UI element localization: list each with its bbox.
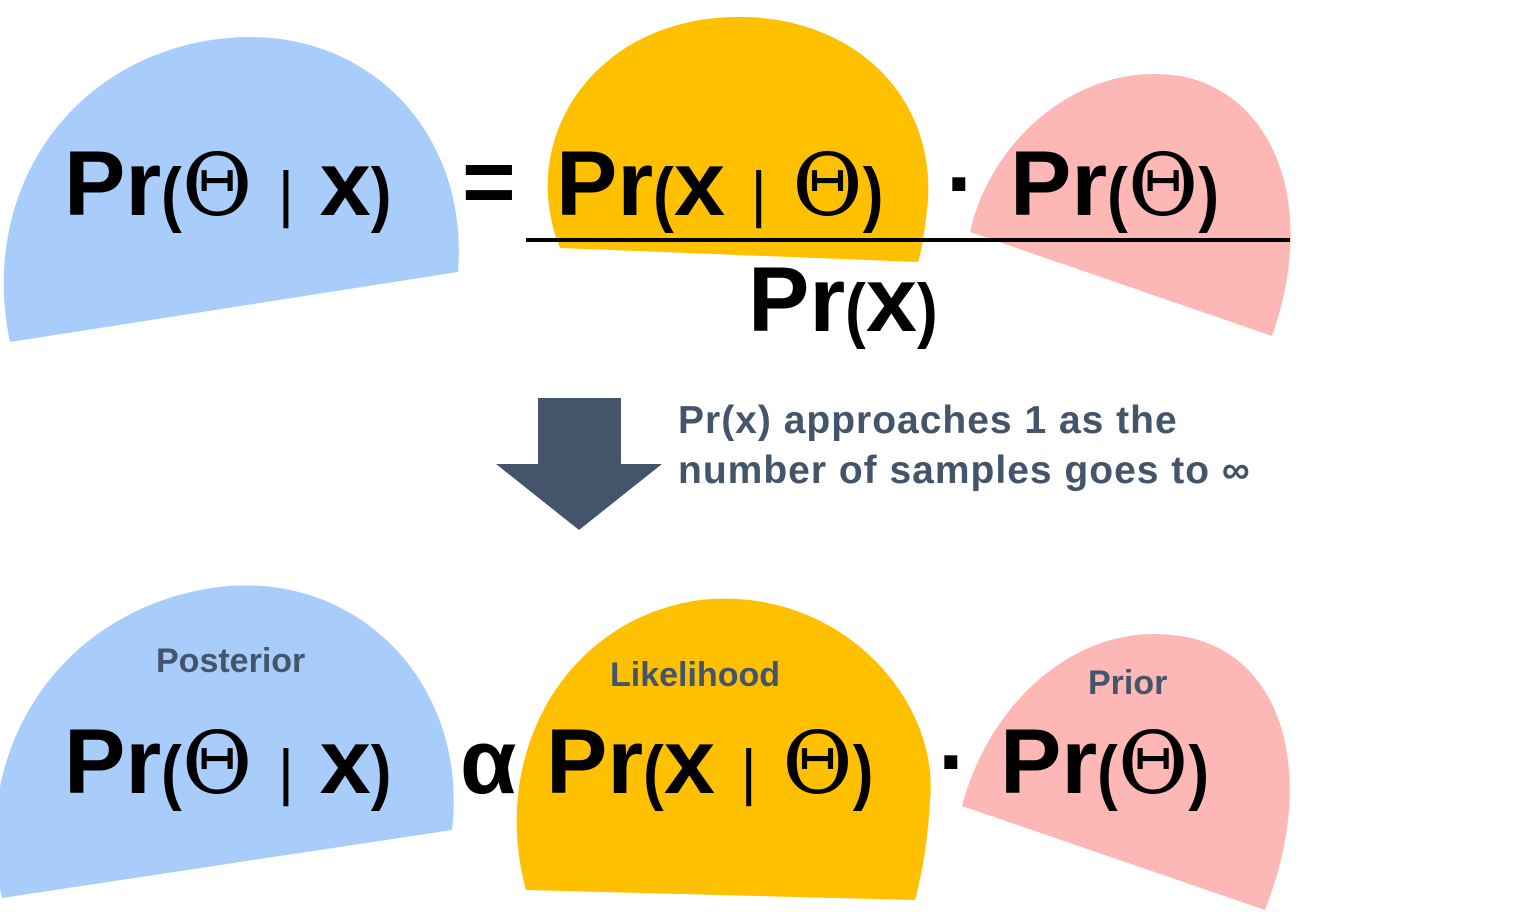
open-paren: ( [1107, 154, 1128, 235]
given-bar: | [277, 160, 295, 229]
open-paren: ( [845, 270, 866, 351]
pr-text: Pr [64, 133, 162, 235]
open-paren: ( [1097, 732, 1118, 813]
theta-symbol: Θ [181, 136, 253, 236]
posterior-blob-top [3, 36, 459, 342]
x-variable: x [319, 711, 371, 813]
likelihood-label: Likelihood [610, 656, 780, 694]
equals-sign: = [462, 131, 516, 233]
pr-text: Pr [64, 711, 162, 813]
theta-symbol: Θ [181, 714, 253, 814]
theta-symbol: Θ [792, 136, 863, 236]
theta-symbol: Θ [1117, 714, 1189, 814]
theta-symbol: Θ [1127, 136, 1199, 236]
close-paren: ) [917, 270, 938, 351]
likelihood-blob-bottom [516, 598, 931, 900]
open-paren: ( [653, 154, 674, 235]
prior-expression-top: Pr(Θ) [1010, 138, 1219, 230]
posterior-expression-top: Pr(Θ | x) [64, 138, 391, 230]
proportional-symbol: α [460, 711, 517, 813]
limit-note: Pr(x) approaches 1 as the number of samp… [678, 396, 1251, 496]
close-paren: ) [1198, 154, 1219, 235]
posterior-label: Posterior [156, 642, 306, 680]
given-bar: | [740, 738, 757, 807]
open-paren: ( [161, 154, 182, 235]
close-paren: ) [862, 154, 884, 235]
x-variable: x [865, 249, 917, 351]
prior-blob-top [970, 73, 1291, 337]
note-line-1: Pr(x) approaches 1 as the [678, 399, 1178, 442]
close-paren: ) [852, 732, 874, 813]
pr-text: Pr [1010, 133, 1108, 235]
likelihood-blob-top [547, 16, 929, 262]
posterior-blob-bottom [0, 585, 454, 898]
x-variable: x [663, 711, 715, 813]
pr-text: Pr [546, 711, 644, 813]
posterior-expression-bottom: Pr(Θ | x) [64, 716, 391, 808]
given-bar: | [750, 160, 767, 229]
fraction-line [526, 238, 1290, 242]
close-paren: ) [370, 732, 392, 813]
prior-expression-bottom: Pr(Θ) [1000, 716, 1209, 808]
down-arrow-icon [496, 398, 662, 530]
multiply-dot-bottom: · [938, 711, 969, 813]
x-variable: x [673, 133, 725, 235]
likelihood-expression-bottom: Pr(x | Θ) [546, 716, 873, 808]
given-bar: | [277, 738, 295, 807]
multiply-dot-top: · [946, 133, 977, 235]
pr-text: Pr [748, 249, 846, 351]
prior-label: Prior [1088, 664, 1168, 702]
pr-text: Pr [556, 133, 654, 235]
pr-text: Pr [1000, 711, 1098, 813]
note-line-2: number of samples goes to ∞ [678, 449, 1251, 492]
theta-symbol: Θ [782, 714, 853, 814]
open-paren: ( [161, 732, 182, 813]
close-paren: ) [1188, 732, 1209, 813]
prior-blob-bottom [962, 633, 1290, 910]
x-variable: x [319, 133, 371, 235]
likelihood-expression-top: Pr(x | Θ) [556, 138, 883, 230]
close-paren: ) [370, 154, 392, 235]
evidence-denominator: Pr(x) [748, 254, 938, 346]
open-paren: ( [643, 732, 664, 813]
